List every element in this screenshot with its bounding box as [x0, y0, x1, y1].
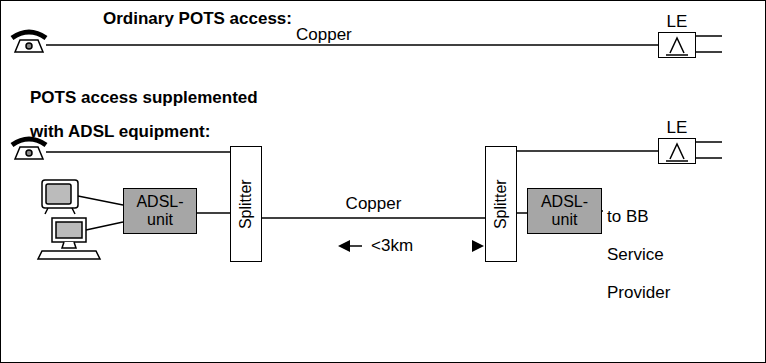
adsl-unit: ADSL- unit: [123, 188, 197, 234]
trunk-lines: [696, 36, 722, 52]
copper-connector: [262, 217, 485, 219]
exchange-box: LE: [658, 138, 696, 164]
unit-label: ADSL- unit: [528, 193, 601, 230]
computer-icon: [38, 218, 100, 259]
handset: [12, 32, 46, 38]
telephone-icon: [12, 32, 46, 52]
switch-symbol: [666, 38, 688, 55]
keyboard: [38, 251, 100, 259]
copper-wire: [46, 44, 658, 46]
tv-stand: [45, 208, 75, 214]
tv-body: [42, 180, 78, 208]
exchange-box: LE: [658, 32, 696, 58]
splitter-label: Splitter: [237, 179, 255, 229]
wire-label: Copper: [296, 25, 376, 45]
copper-connector: [197, 212, 230, 214]
copper-connector: [517, 150, 658, 152]
dimension-arrowhead: [338, 240, 350, 252]
destination-label: to BB Service Provider: [607, 198, 679, 312]
section-heading: with ADSL equipment:: [30, 122, 330, 142]
computer-wire: [86, 222, 123, 230]
monitor: [52, 218, 86, 242]
copper-connector: [517, 212, 527, 214]
unit-label: ADSL- unit: [124, 193, 196, 230]
distance-label: <3km: [371, 236, 451, 256]
phone-base: [15, 147, 43, 159]
splitter-label: Splitter: [492, 179, 510, 229]
dial: [26, 150, 32, 156]
phone-base: [15, 40, 43, 52]
distance-label-box: <3km: [371, 236, 451, 256]
splitter-box: Splitter: [485, 146, 517, 262]
wire-label-box: Copper: [344, 194, 404, 214]
tv-wire: [78, 196, 123, 205]
telephone-icon: [12, 139, 46, 159]
dimension-arrowhead: [472, 240, 484, 252]
phone-wire: [46, 151, 230, 153]
monitor-screen: [56, 222, 82, 238]
section-heading: POTS access supplemented: [30, 88, 330, 108]
adsl-unit: ADSL- unit: [527, 188, 602, 234]
wire-label-box: Copper: [296, 25, 376, 45]
tv-screen: [46, 184, 71, 204]
tv-icon: [42, 180, 78, 214]
splitter-box: Splitter: [230, 146, 262, 262]
monitor-stand: [62, 242, 76, 248]
switch-symbol: [666, 144, 688, 161]
section-heading-box: with ADSL equipment:: [30, 122, 330, 142]
section-heading-box: POTS access supplemented: [30, 88, 330, 108]
dimension-line: [350, 245, 362, 247]
wire-label: Copper: [346, 194, 402, 213]
dial: [26, 43, 32, 49]
exchange-label: LE: [667, 12, 688, 32]
trunk-lines: [696, 142, 722, 158]
destination-label-box: to BB Service Provider: [607, 198, 679, 312]
exchange-label: LE: [667, 118, 688, 138]
